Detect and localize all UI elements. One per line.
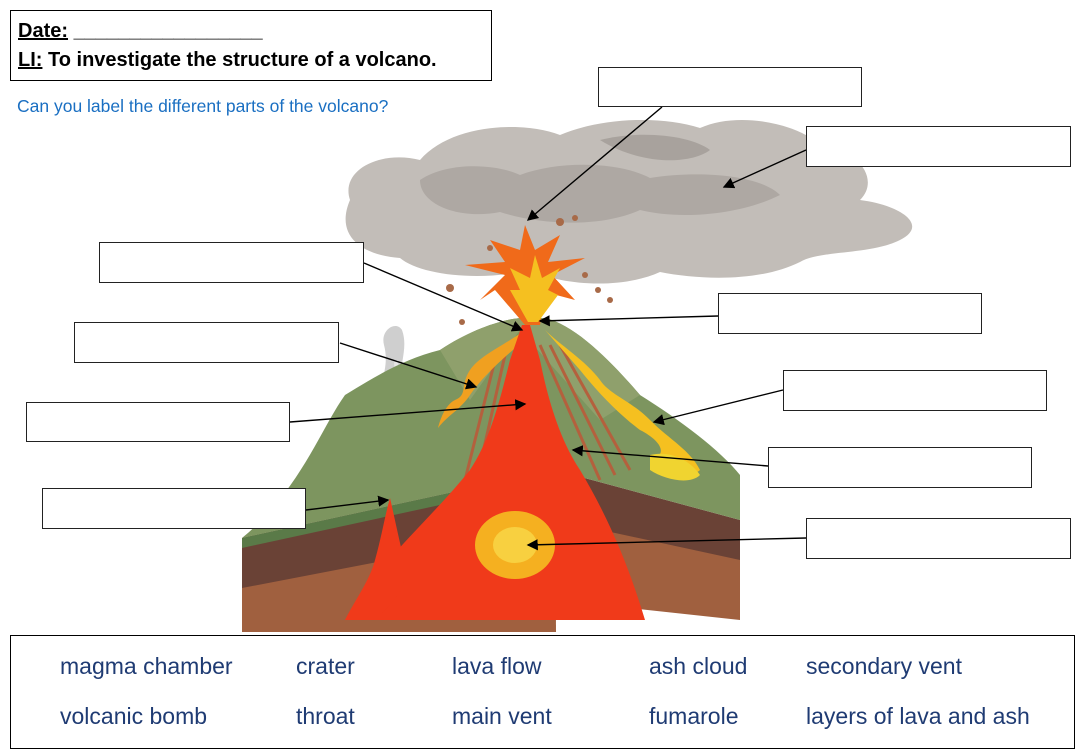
word-bank-item: secondary vent: [806, 653, 962, 679]
word-bank-item: main vent: [452, 703, 552, 729]
pointer-arrows: [289, 106, 807, 551]
label-box-4[interactable]: [718, 293, 982, 334]
label-box-8[interactable]: [768, 447, 1032, 488]
eruption-plume: [446, 215, 613, 325]
date-label: Date:: [18, 20, 69, 42]
word-bank-item: magma chamber: [60, 653, 233, 679]
word-bank-item: volcanic bomb: [60, 703, 208, 729]
li-text: To investigate the structure of a volcan…: [48, 49, 437, 71]
header-box: Date: _________________ LI: To investiga…: [10, 10, 492, 81]
word-bank-item: lava flow: [452, 653, 542, 679]
li-label: LI:: [18, 49, 43, 71]
date-blank[interactable]: _________________: [73, 20, 263, 42]
word-bank-item: fumarole: [649, 703, 739, 729]
label-box-3[interactable]: [99, 242, 364, 283]
magma-system: [345, 325, 645, 620]
word-bank-item: crater: [296, 653, 355, 679]
word-bank-item: throat: [296, 703, 355, 729]
date-line: Date: _________________: [18, 17, 491, 46]
label-box-10[interactable]: [806, 518, 1071, 559]
word-bank: magma chamber crater lava flow ash cloud…: [10, 635, 1075, 749]
question-text: Can you label the different parts of the…: [17, 96, 389, 116]
label-box-7[interactable]: [26, 402, 290, 442]
label-box-6[interactable]: [783, 370, 1047, 411]
label-box-2[interactable]: [806, 126, 1071, 167]
ash-cloud-illustration: [345, 119, 913, 284]
learning-intention-line: LI: To investigate the structure of a vo…: [18, 46, 491, 75]
label-box-5[interactable]: [74, 322, 339, 363]
label-box-9[interactable]: [42, 488, 306, 529]
word-bank-item: ash cloud: [649, 653, 748, 679]
word-bank-item: layers of lava and ash: [806, 703, 1030, 729]
label-box-1[interactable]: [598, 67, 862, 107]
